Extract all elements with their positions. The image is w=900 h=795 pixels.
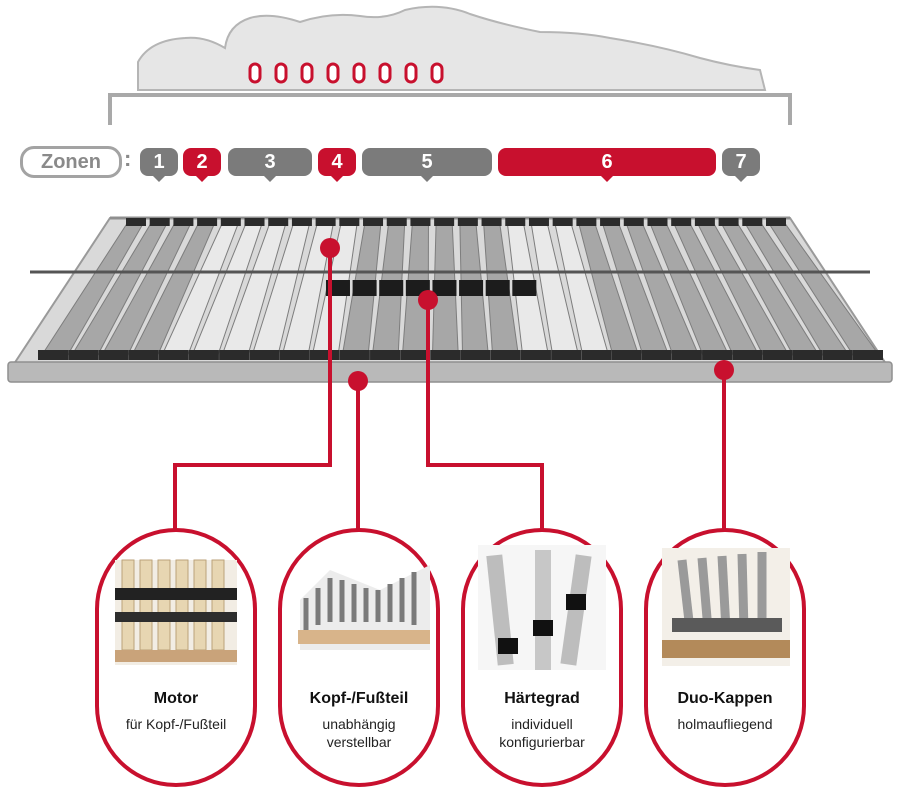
zone-1: 1 (140, 148, 178, 182)
slat-cap-bottom (490, 350, 521, 360)
slat-cap-top (552, 218, 573, 226)
feature-title-motor: Motor (153, 690, 199, 707)
feature-subtitle-haerte-1: individuell (511, 716, 573, 732)
slat-cap-top (742, 218, 763, 226)
motor-image (115, 559, 237, 665)
slat-cap-top (528, 218, 549, 226)
hardness-slider (459, 280, 484, 296)
slat-cap-bottom (611, 350, 642, 360)
slat-cap-top (434, 218, 455, 226)
slat-cap-bottom (98, 350, 129, 360)
slat-cap-bottom (38, 350, 68, 360)
slat-cap-top (623, 218, 644, 226)
slat-cap-top (244, 218, 265, 226)
slat-cap-top (149, 218, 170, 226)
side-rail (7, 361, 893, 383)
slat-cap-top (505, 218, 526, 226)
slat-cap-bottom (520, 350, 551, 360)
slat-cap-bottom (551, 350, 582, 360)
feature-subtitle-haerte-2: konfigurierbar (499, 734, 585, 750)
slat-cap-top (220, 218, 241, 226)
slat-cap-top (268, 218, 289, 226)
feature-subtitle-kopf-2: verstellbar (326, 734, 392, 750)
slat-cap-bottom (702, 350, 733, 360)
slat-cap-bottom (370, 350, 401, 360)
slat-cap-bottom (641, 350, 672, 360)
slat-cap-bottom (762, 350, 793, 360)
hardness-slider (352, 280, 377, 296)
zone-3: 3 (228, 148, 312, 182)
feature-subtitle-duo: holmaufliegend (677, 716, 773, 732)
zones-colon: : (124, 146, 132, 171)
slat-cap-bottom (279, 350, 310, 360)
feature-title-kopf: Kopf-/Fußteil (309, 690, 409, 707)
slat-cap-top (671, 218, 692, 226)
slat-cap-top (694, 218, 715, 226)
haertegrad-image (478, 545, 606, 670)
slat-cap-bottom (309, 350, 340, 360)
slat-cap-bottom (400, 350, 431, 360)
zones-label: Zonen (20, 146, 122, 178)
slat-cap-bottom (249, 350, 280, 360)
slat-cap-top (363, 218, 384, 226)
slat-cap-top (173, 218, 194, 226)
slat-cap-bottom (671, 350, 702, 360)
slat-cap-top (600, 218, 621, 226)
zone-2: 2 (183, 148, 221, 182)
slat-cap-top (339, 218, 360, 226)
slat-cap-top (197, 218, 218, 226)
hardness-slider (432, 280, 457, 296)
slat-cap-bottom (853, 350, 883, 360)
slat-cap-bottom (219, 350, 250, 360)
slat-caps (38, 218, 883, 360)
slat-cap-top (126, 218, 146, 226)
slat-cap-bottom (822, 350, 853, 360)
zone-7: 7 (722, 148, 760, 182)
slat-cap-bottom (68, 350, 99, 360)
slat-cap-bottom (460, 350, 491, 360)
slat-cap-top (481, 218, 502, 226)
slat-cap-top (718, 218, 739, 226)
zone-5: 5 (362, 148, 492, 182)
slat-cap-top (291, 218, 312, 226)
body-silhouette (108, 5, 792, 125)
slat-cap-bottom (792, 350, 823, 360)
feature-subtitle-motor: für Kopf-/Fußteil (125, 716, 227, 732)
slat-cap-top (766, 218, 786, 226)
slat-cap-top (410, 218, 431, 226)
slat-cap-bottom (732, 350, 763, 360)
slat-cap-bottom (581, 350, 612, 360)
duo-kappen-image (662, 548, 790, 666)
slat-cap-top (315, 218, 336, 226)
zone-6: 6 (498, 148, 716, 182)
feature-title-haerte: Härtegrad (504, 690, 580, 707)
feature-title-duo: Duo-Kappen (677, 690, 773, 707)
slat-cap-bottom (188, 350, 219, 360)
slatted-frame (7, 216, 893, 383)
kopf-fussteil-image (298, 565, 430, 650)
slat-cap-bottom (339, 350, 370, 360)
zone-4: 4 (318, 148, 356, 182)
feature-subtitle-kopf-1: unabhängig (322, 716, 396, 732)
hardness-slider (512, 280, 537, 296)
slat-cap-top (457, 218, 478, 226)
slat-cap-top (576, 218, 597, 226)
hardness-slider (379, 280, 404, 296)
slat-cap-top (647, 218, 668, 226)
slat-cap-bottom (128, 350, 159, 360)
hardness-slider (485, 280, 510, 296)
pressure-points (248, 62, 444, 84)
slat-cap-top (386, 218, 407, 226)
slat-cap-bottom (158, 350, 189, 360)
slat-cap-bottom (430, 350, 461, 360)
